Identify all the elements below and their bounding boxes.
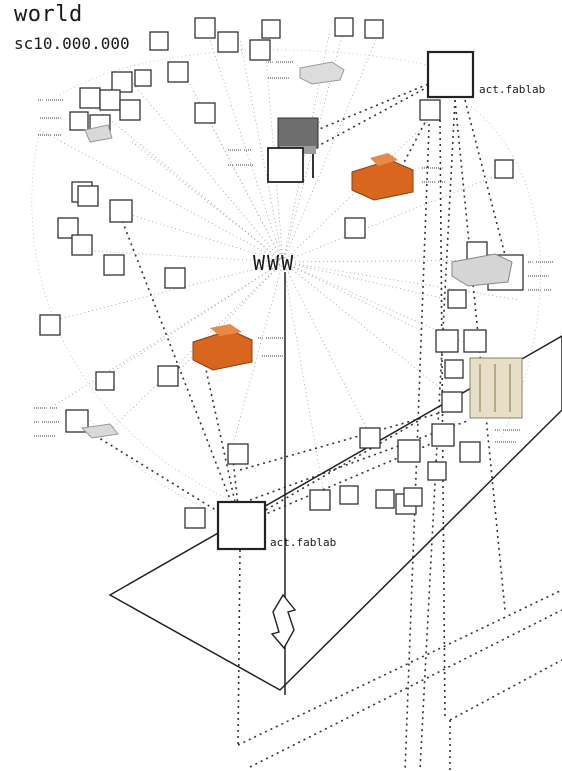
node-square [444,359,464,379]
node-square [494,159,514,179]
node-square [227,443,249,465]
node-square [111,71,133,93]
scale-label: sc10.000.000 [14,34,130,53]
node-square [71,234,93,256]
node-square [463,329,487,353]
fablab-connectors [69,74,562,771]
node-square [157,365,179,387]
fablab-node-top [426,50,475,99]
node-square [164,267,186,289]
radial-line [204,111,284,263]
radial-line [282,261,371,436]
node-square [344,217,366,239]
radial-line [99,261,284,381]
node-square [447,289,467,309]
furniture-objects [80,61,523,439]
grey-sofa-right [451,253,513,287]
node-square [403,487,423,507]
node-square [334,17,354,37]
fablab-label-top: act.fablab [479,83,545,96]
beige-bed [469,357,523,419]
node-square [149,31,169,51]
radial-line [204,24,284,263]
radial-line [239,39,284,263]
node-square [359,427,381,449]
fablab-node-bottom [216,500,267,551]
radial-line [282,261,326,501]
orange-sofa-middle [192,324,253,371]
radial-line [74,249,284,263]
radial-line [282,261,456,401]
node-square [441,391,463,413]
node-square [309,489,331,511]
node-square [79,87,101,109]
node-square [109,199,133,223]
radial-line [54,261,284,321]
node-square [194,102,216,124]
node-square [194,17,216,39]
radial-line [282,261,451,301]
node-square [69,111,89,131]
fablab-label-bottom: act.fablab [270,536,336,549]
node-square [339,485,359,505]
node-square [95,371,115,391]
node-square [65,409,89,433]
radial-line [282,109,441,263]
node-square [364,19,384,39]
node-square [375,489,395,509]
grey-sofa-top [299,61,345,85]
radial-line [282,261,521,301]
node-square [134,69,152,87]
solid-planes [108,272,562,695]
radial-line [54,261,284,406]
node-square [99,89,121,111]
radial-line [282,261,421,331]
radial-line [229,261,284,456]
node-square [167,61,189,83]
node-square [249,39,271,61]
bidirectional-arrow-icon [270,593,297,650]
node-square [459,441,481,463]
node-square [435,329,459,353]
grey-item-lower-left [80,423,119,439]
node-square [261,19,281,39]
node-square [427,461,447,481]
chair-base-square [267,147,304,183]
node-square [39,314,61,336]
node-square [119,99,141,121]
diagram-title: world [14,2,83,27]
node-square [431,423,455,447]
radial-line [282,169,511,263]
radial-line [129,139,284,263]
www-label: WWW [253,251,295,275]
node-square [184,507,206,529]
node-square [217,31,239,53]
fablab-nodes [216,50,475,551]
radial-line [169,261,284,381]
node-square [57,217,79,239]
node-square [397,439,421,463]
node-square [103,254,125,276]
orange-sofa-top [351,153,414,201]
grey-item-left [84,124,113,143]
node-square [77,185,99,207]
node-square [419,99,441,121]
